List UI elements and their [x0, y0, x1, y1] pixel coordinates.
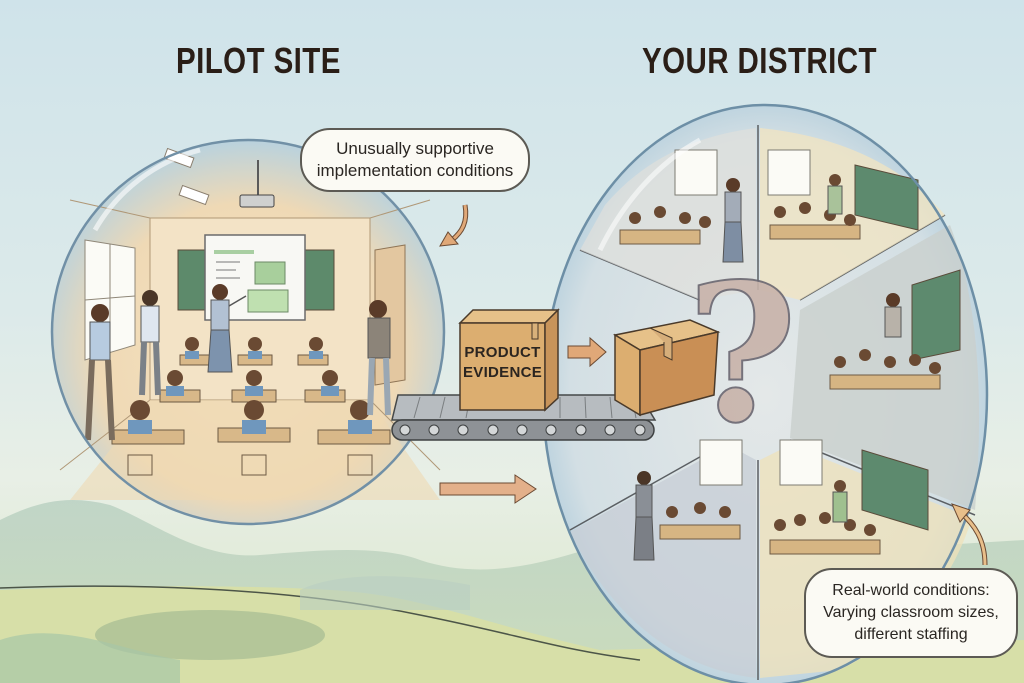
product-evidence-label: PRODUCT EVIDENCE: [460, 343, 545, 383]
classroom-segment-5: [570, 445, 756, 678]
product-evidence-line-2: EVIDENCE: [462, 364, 543, 381]
projector-icon: [239, 194, 275, 208]
product-evidence-line-1: PRODUCT: [464, 344, 541, 361]
district-callout-line-3: different staffing: [854, 626, 968, 643]
teachers-and-observers: [85, 284, 391, 441]
pilot-site-title: PILOT SITE: [176, 40, 341, 81]
district-callout-line-2: Varying classroom sizes,: [823, 604, 999, 621]
pilot-conditions-callout: Unusually supportive implementation cond…: [300, 128, 530, 192]
students: [130, 337, 370, 420]
pilot-callout-line-1: Unusually supportive: [336, 139, 494, 158]
your-district-title: YOUR DISTRICT: [642, 40, 877, 81]
district-callout-line-1: Real-world conditions:: [832, 582, 990, 599]
product-evidence-box: [458, 308, 560, 412]
transferred-box: [612, 319, 721, 417]
pilot-callout-line-2: implementation conditions: [316, 161, 514, 180]
district-conditions-callout: Real-world conditions: Varying classroom…: [804, 568, 1018, 658]
arrow-right-icon: [567, 336, 607, 368]
transfer-arrow-icon: [439, 474, 537, 504]
